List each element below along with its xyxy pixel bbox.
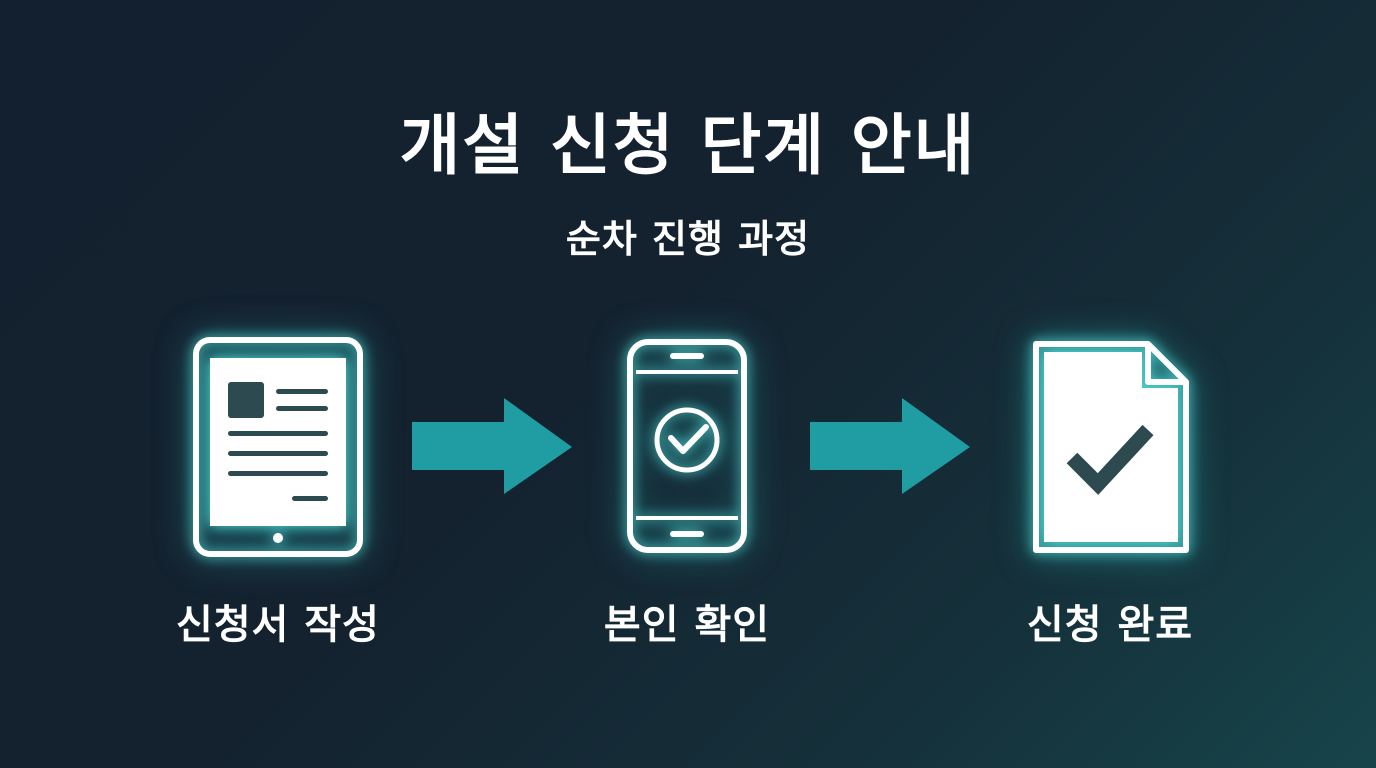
page-subtitle: 순차 진행 과정 (565, 217, 811, 261)
tablet-form-icon (193, 337, 363, 557)
step-label-3: 신청 완료 (1026, 602, 1194, 648)
step-label-2: 본인 확인 (603, 602, 771, 648)
step-label-1: 신청서 작성 (176, 602, 380, 648)
arrow-right-icon (810, 398, 970, 494)
arrow-right-icon (412, 398, 572, 494)
page-title: 개설 신청 단계 안내 (399, 107, 977, 184)
phone-check-icon (627, 339, 747, 553)
document-check-icon (1033, 341, 1189, 553)
